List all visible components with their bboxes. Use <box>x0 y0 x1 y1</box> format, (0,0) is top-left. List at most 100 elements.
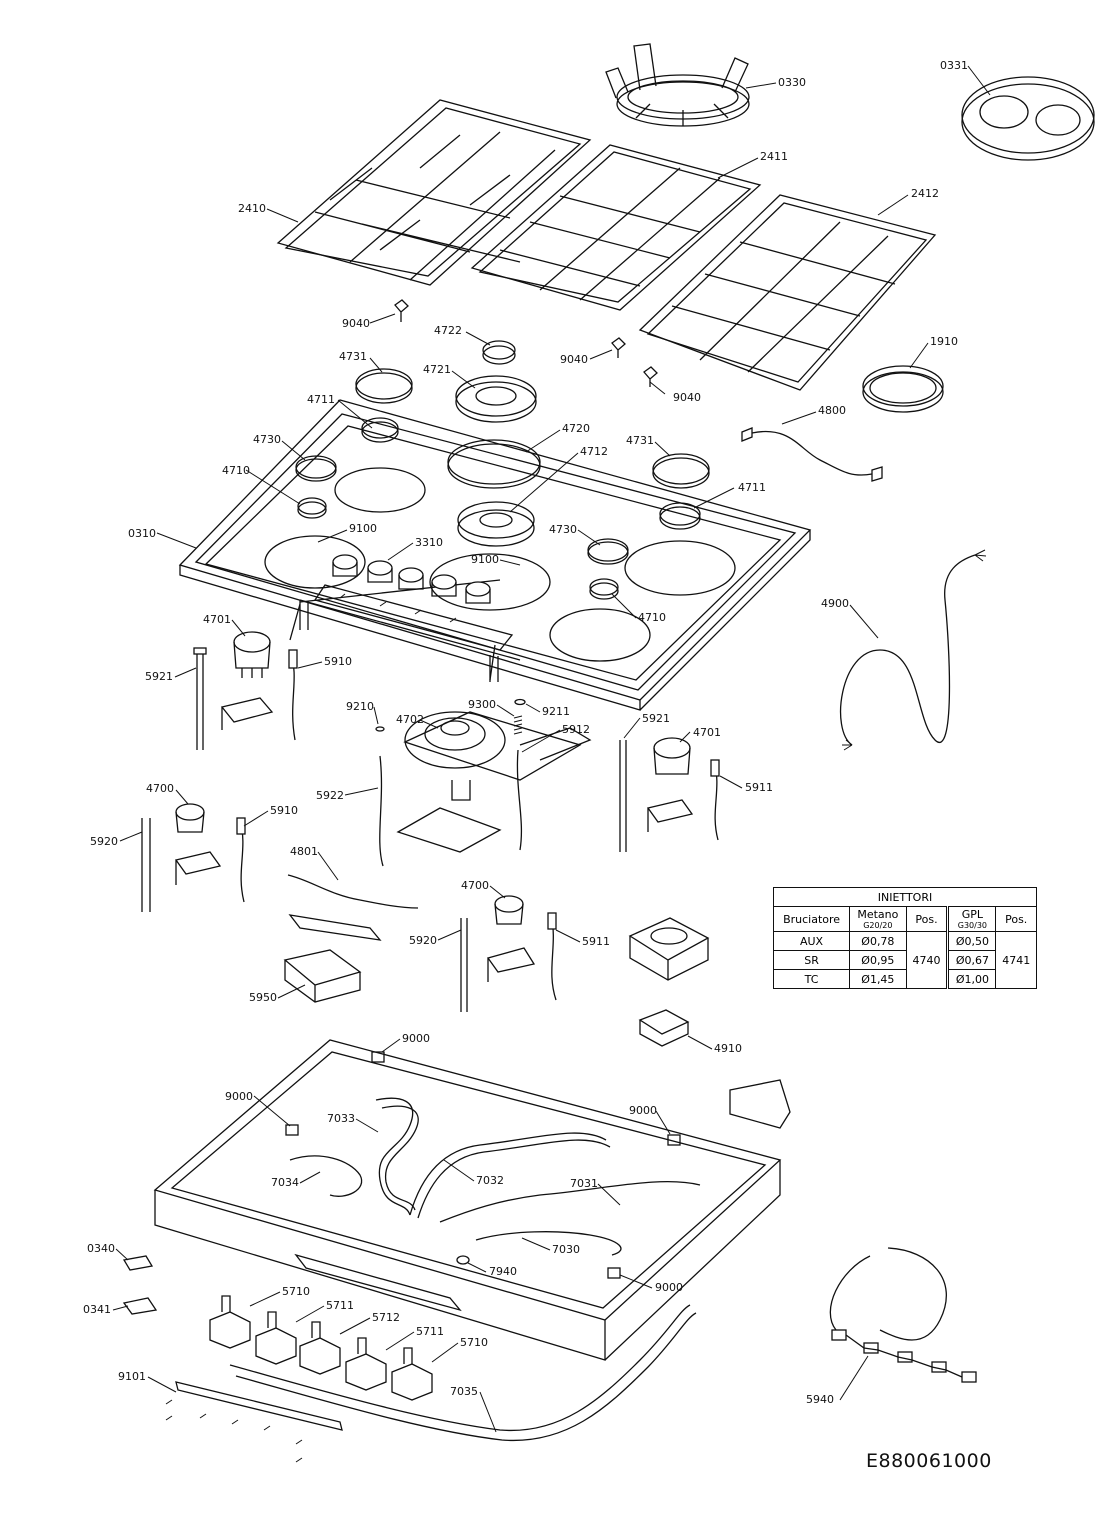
part-label-5920: 5920 <box>90 835 118 848</box>
part-label-7030: 7030 <box>552 1243 580 1256</box>
part-label-4710: 4710 <box>638 611 666 624</box>
part-label-5710: 5710 <box>460 1336 488 1349</box>
part-label-5921: 5921 <box>642 712 670 725</box>
part-label-9211: 9211 <box>542 705 570 718</box>
gpl-cell: Ø0,67 <box>946 950 997 970</box>
igniter-5920-right <box>460 918 468 1012</box>
screw-9040 <box>394 299 658 387</box>
part-label-0330: 0330 <box>778 76 806 89</box>
part-label-7032: 7032 <box>476 1174 504 1187</box>
thermocouple-5911-second <box>547 912 557 1001</box>
thermocouple-5910-second <box>236 817 246 903</box>
washer-9210 <box>375 726 385 732</box>
part-label-3310: 3310 <box>415 536 443 549</box>
part-label-4711: 4711 <box>307 393 335 406</box>
gpl-cell: Ø1,00 <box>946 969 997 989</box>
burner-cup-4701-left <box>220 631 274 730</box>
part-label-5911: 5911 <box>745 781 773 794</box>
part-label-9040: 9040 <box>673 391 701 404</box>
part-label-5922: 5922 <box>316 789 344 802</box>
part-label-4701: 4701 <box>693 726 721 739</box>
ignition-unit-5950 <box>283 949 362 1003</box>
burner-crown-4710 <box>297 497 619 600</box>
igniter-5921-right <box>619 740 627 852</box>
control-knobs-3310 <box>332 554 491 604</box>
burner-cap-4722 <box>482 340 516 365</box>
nozzle-7940 <box>456 1255 470 1265</box>
part-label-7034: 7034 <box>271 1176 299 1189</box>
part-label-7940: 7940 <box>489 1265 517 1278</box>
part-label-2410: 2410 <box>238 202 266 215</box>
gas-pipe-7032 <box>409 1132 611 1219</box>
header-methane-label: Metano <box>857 908 899 921</box>
part-labels: 0330 0331 2411 2412 2410 9040 4722 9040 … <box>83 59 968 1406</box>
part-label-9100: 9100 <box>471 553 499 566</box>
methane-cell: Ø1,45 <box>849 969 907 989</box>
pos-methane-cell: 4740 <box>905 931 949 989</box>
pan-support-2411 <box>470 144 762 311</box>
part-label-9000: 9000 <box>402 1032 430 1045</box>
part-label-2411: 2411 <box>760 150 788 163</box>
bracket-0340 <box>122 1255 154 1271</box>
gasket-ring-1910 <box>862 365 944 413</box>
burner-cup-4700-right <box>486 895 536 982</box>
part-label-1910: 1910 <box>930 335 958 348</box>
bracket-0341 <box>122 1297 158 1315</box>
igniter-5912 <box>516 749 523 851</box>
burner-cell: SR <box>772 950 851 970</box>
part-label-4800: 4800 <box>818 404 846 417</box>
header-gpl-label: GPL <box>961 908 984 921</box>
part-label-4910: 4910 <box>714 1042 742 1055</box>
burner-cap-4731-right <box>652 453 710 489</box>
part-label-4722: 4722 <box>434 324 462 337</box>
table-row: AUX Ø0,78 4740 Ø0,50 4741 <box>772 931 1037 989</box>
part-label-9300: 9300 <box>468 698 496 711</box>
part-label-5912: 5912 <box>562 723 590 736</box>
part-label-7031: 7031 <box>570 1177 598 1190</box>
burner-cap-4731 <box>355 368 413 404</box>
table-row: TC Ø1,45 Ø1,00 <box>772 969 1037 989</box>
burner-cap-4730 <box>295 455 629 565</box>
bracket-4801 <box>287 874 419 941</box>
gas-pipe-7030 <box>475 1231 622 1256</box>
part-label-4700: 4700 <box>146 782 174 795</box>
part-label-4730: 4730 <box>253 433 281 446</box>
hob-top-0310 <box>178 399 812 711</box>
part-label-4730: 4730 <box>549 523 577 536</box>
part-label-5712: 5712 <box>372 1311 400 1324</box>
part-label-4702: 4702 <box>396 713 424 726</box>
injector-table-title-row: INIETTORI <box>773 887 1037 907</box>
gas-valve-5710-second <box>391 1347 433 1401</box>
part-label-4700: 4700 <box>461 879 489 892</box>
drawing-code: E880061000 <box>866 1450 992 1472</box>
part-label-9000: 9000 <box>655 1281 683 1294</box>
leader-lines <box>112 65 991 1433</box>
part-label-9210: 9210 <box>346 700 374 713</box>
gas-pipe-7033 <box>375 1097 419 1216</box>
part-label-4900: 4900 <box>821 597 849 610</box>
thermocouple-5911-right <box>710 759 720 841</box>
part-label-4721: 4721 <box>423 363 451 376</box>
part-label-4720: 4720 <box>562 422 590 435</box>
pan-support-2412 <box>638 194 937 391</box>
part-label-4731: 4731 <box>626 434 654 447</box>
part-label-5710: 5710 <box>282 1285 310 1298</box>
part-label-5910: 5910 <box>270 804 298 817</box>
burner-crown-4711 <box>361 417 701 530</box>
gas-valve-5711-second <box>345 1337 387 1391</box>
part-label-9000: 9000 <box>225 1090 253 1103</box>
igniter-5922 <box>379 755 384 867</box>
gpl-cell: Ø0,50 <box>946 931 997 951</box>
part-label-5711: 5711 <box>416 1325 444 1338</box>
washer-9211 <box>514 698 526 706</box>
part-label-4710: 4710 <box>222 464 250 477</box>
part-label-5950: 5950 <box>249 991 277 1004</box>
header-gpl-sub: G30/30 <box>957 921 988 930</box>
part-label-9040: 9040 <box>342 317 370 330</box>
gas-valve-5710 <box>209 1295 251 1349</box>
part-label-4711: 4711 <box>738 481 766 494</box>
